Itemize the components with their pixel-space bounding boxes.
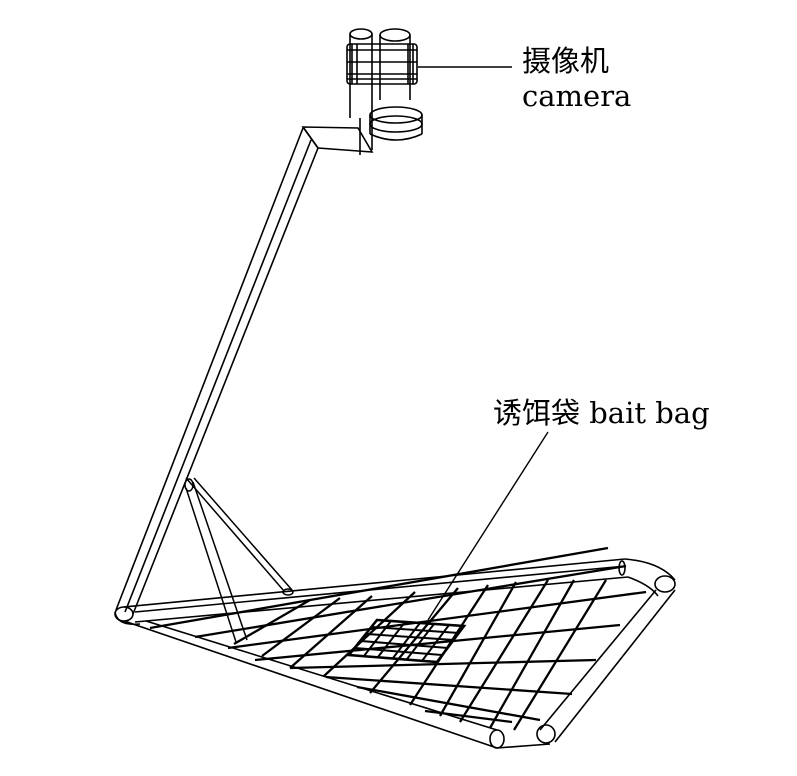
bait-bag — [346, 618, 467, 664]
camera — [346, 28, 423, 155]
bait-bag-label: 诱饵袋 bait bag — [493, 396, 710, 430]
camera-label-english: camera — [522, 79, 631, 113]
bait-bag-leader-line — [427, 431, 549, 621]
support-arm — [115, 126, 374, 615]
support-strut — [184, 477, 294, 643]
net-grid — [149, 546, 647, 731]
triangle-frame — [114, 558, 676, 749]
camera-label-chinese: 摄像机 — [522, 44, 609, 78]
